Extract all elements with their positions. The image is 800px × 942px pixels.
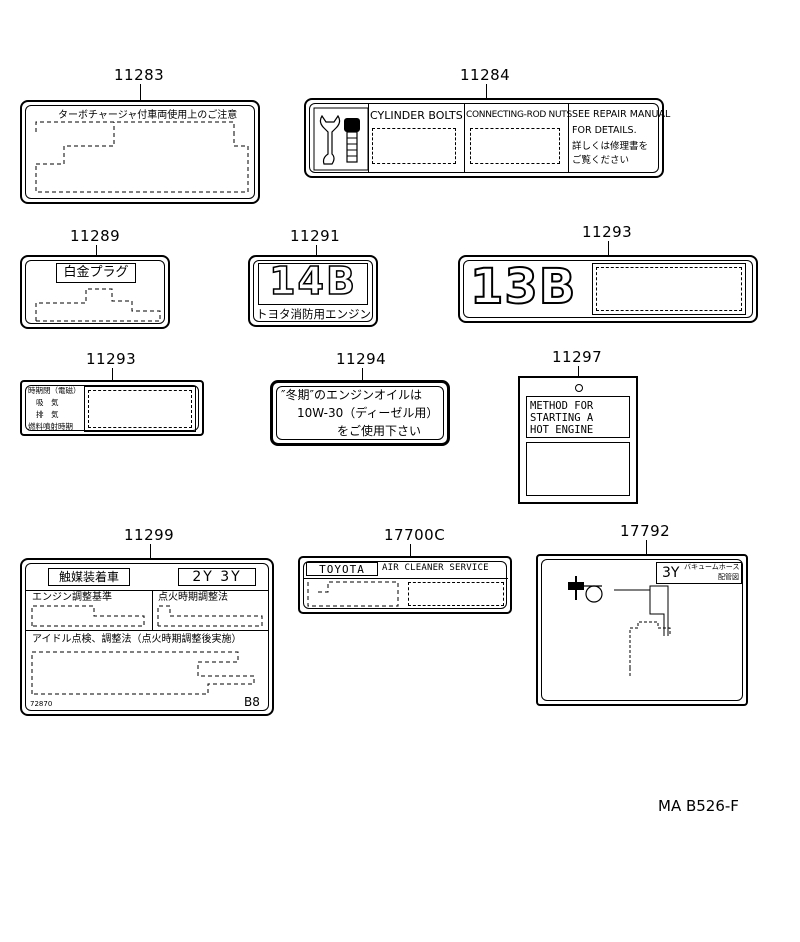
label-11284-col2: CONNECTING-ROD NUTS (466, 110, 572, 120)
part-number-11289: 11289 (70, 227, 121, 245)
label-17700c-box (408, 582, 504, 606)
label-17700c-divider (304, 578, 508, 579)
label-11299-hline-2 (26, 630, 268, 631)
label-11289-title: 白金プラグ (56, 263, 136, 283)
label-17792-t2: 配管図 (718, 573, 739, 581)
part-number-17792: 17792 (620, 522, 671, 540)
label-11297-text-box (526, 396, 630, 438)
vacuum-hose-diagram (568, 576, 671, 678)
leader-11289 (96, 245, 97, 255)
label-11284-divider-3 (568, 104, 569, 172)
leader-11291 (316, 245, 317, 255)
label-11283-outline (35, 121, 249, 193)
leader-11297 (578, 366, 579, 376)
label-17792: 3Y バキュームホース 配管図 (536, 554, 748, 706)
label-11293-a: 13B (458, 255, 758, 323)
part-number-11283: 11283 (114, 66, 165, 84)
label-11284-divider-2 (464, 104, 465, 172)
leader-11283 (140, 84, 141, 100)
label-11294-line2: 10W-30（ディーゼル用） (297, 406, 439, 420)
leader-11284 (486, 84, 487, 98)
label-11284-note1: SEE REPAIR MANUAL (572, 109, 671, 120)
part-number-11293-a: 11293 (582, 223, 633, 241)
part-number-11297: 11297 (552, 348, 603, 366)
label-11289-outline (35, 288, 161, 322)
label-11297-l1: METHOD FOR (530, 400, 594, 412)
leader-17700c (410, 544, 411, 556)
label-11299-badge: B8 (244, 695, 260, 709)
label-17700c-brand: TOYOTA (306, 562, 378, 576)
leader-11299 (150, 544, 151, 558)
label-11283: ターボチャージャ付車両使用上のご注意 (20, 100, 260, 204)
part-number-11294: 11294 (336, 350, 387, 368)
part-number-11284: 11284 (460, 66, 511, 84)
label-11293-b-box (84, 386, 196, 432)
label-17792-model-box (656, 562, 742, 584)
label-11293-b-row2: 吸 気 (36, 398, 59, 407)
label-11299-title: 触媒装着車 (48, 568, 130, 586)
label-11284-note4: ご覧ください (572, 155, 630, 166)
label-11291-code: 14B (268, 258, 357, 304)
label-11284-box-1 (372, 128, 456, 164)
label-17700c: TOYOTA AIR CLEANER SERVICE (298, 556, 512, 614)
leader-11294 (362, 368, 363, 380)
label-11299: 触媒装着車 2Y 3Y エンジン調整基準 点火時期調整法 アイドル点検、調整法（… (20, 558, 274, 716)
label-11293-b-row1: 時期閉（電磁） (28, 386, 81, 395)
label-17792-model: 3Y (662, 565, 680, 581)
label-11297-l2: STARTING A (530, 412, 594, 424)
label-11294-line3: をご使用下さい (337, 424, 422, 438)
label-17792-t1: バキュームホース (684, 563, 740, 571)
label-11297-l3: HOT ENGINE (530, 424, 594, 436)
label-11284-divider-1 (368, 104, 369, 172)
label-11294-line1: ″冬期″のエンジンオイルは (281, 388, 422, 402)
label-11291: 14B トヨタ消防用エンジン (248, 255, 378, 327)
label-11284-note3: 詳しくは修理書を (572, 141, 649, 152)
figure-code: MA B526-F (658, 797, 739, 815)
label-11299-outline-1 (31, 605, 263, 695)
label-11299-section1: エンジン調整基準 (32, 592, 112, 603)
label-11291-sub: トヨタ消防用エンジン (256, 307, 371, 321)
label-11289: 白金プラグ (20, 255, 170, 329)
label-11284-col1: CYLINDER BOLTS (370, 109, 463, 122)
part-number-17700c: 17700C (384, 526, 446, 544)
label-11291-code-box (258, 263, 368, 305)
wrench-bolt-icon (313, 107, 369, 171)
label-11293-b-box-inner (88, 390, 192, 428)
label-11293-b-row4: 燃料噴射時期 (28, 422, 73, 431)
leader-17792 (646, 540, 647, 554)
leader-11293-a (608, 241, 609, 255)
label-11293-a-box (592, 263, 746, 315)
label-11283-text: ターボチャージャ付車両使用上のご注意 (58, 110, 238, 121)
leader-11293-b (112, 368, 113, 380)
label-11297-blank-box (526, 442, 630, 496)
part-number-11299: 11299 (124, 526, 175, 544)
label-11284-note2: FOR DETAILS. (572, 125, 637, 136)
label-11299-section3: アイドル点検、調整法（点火時期調整後実施） (32, 634, 242, 645)
label-11293-b-row3: 排 気 (36, 410, 59, 419)
label-11297: METHOD FOR STARTING A HOT ENGINE (518, 376, 638, 504)
label-11299-section2: 点火時期調整法 (158, 592, 228, 603)
label-11293-a-box-inner (596, 267, 742, 311)
label-17700c-outline (307, 581, 399, 607)
part-number-11293-b: 11293 (86, 350, 137, 368)
label-11284: CYLINDER BOLTS CONNECTING-ROD NUTS SEE R… (304, 98, 670, 178)
label-11293-a-code: 13B (469, 258, 577, 316)
label-11284-box-2 (470, 128, 560, 164)
label-11294: ″冬期″のエンジンオイルは 10W-30（ディーゼル用） をご使用下さい (270, 380, 450, 446)
label-11299-model: 2Y 3Y (178, 568, 256, 586)
label-11299-vline (152, 590, 153, 630)
label-11293-b: 時期閉（電磁） 吸 気 排 気 燃料噴射時期 (20, 380, 204, 436)
part-number-11291: 11291 (290, 227, 341, 245)
label-17700c-service: AIR CLEANER SERVICE (382, 563, 489, 573)
label-11299-hline-1 (26, 590, 268, 591)
label-11299-code: 72870 (30, 700, 53, 708)
hang-hole-icon (575, 384, 583, 392)
